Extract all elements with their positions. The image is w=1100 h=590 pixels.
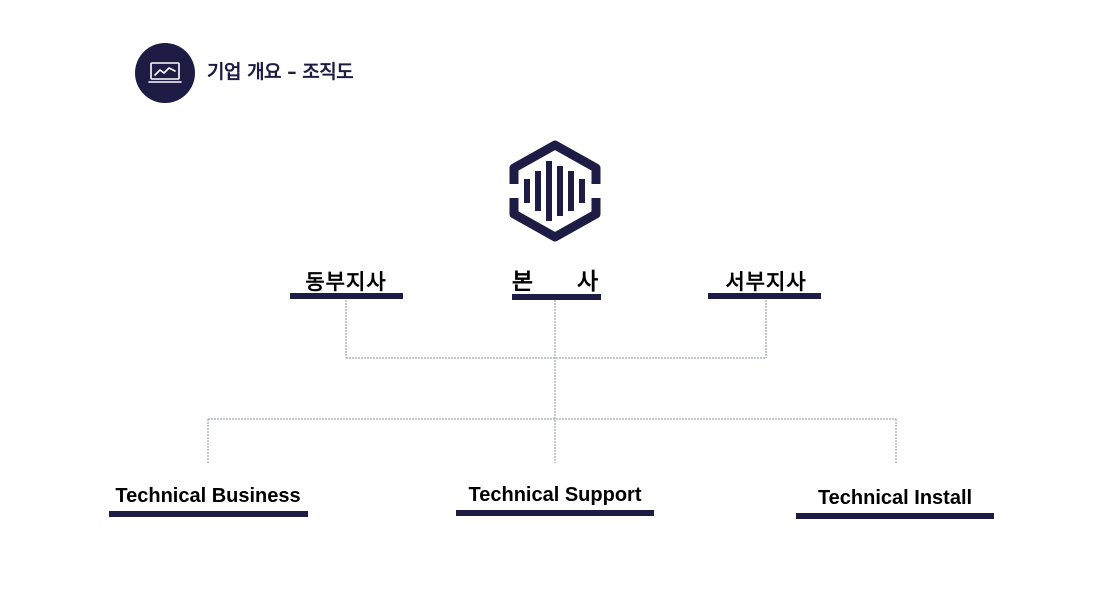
hexagon-waveform-logo: [506, 140, 604, 242]
dept-support-label: Technical Support: [468, 484, 642, 506]
branch-west-bar: [708, 293, 821, 299]
hq-bar: [512, 294, 601, 300]
page-title: 기업 개요 – 조직도: [207, 61, 354, 83]
dept-install-label: Technical Install: [817, 487, 973, 509]
dept-support-bar: [456, 510, 654, 516]
header-badge: [135, 43, 195, 103]
dept-business-bar: [109, 511, 308, 517]
branch-west-label: 서부지사: [725, 270, 807, 294]
hq-label: 본 사: [511, 269, 617, 295]
dept-business-label: Technical Business: [115, 485, 301, 507]
chart-monitor-icon: [148, 62, 182, 83]
dept-install-bar: [796, 513, 994, 519]
branch-east-label: 동부지사: [305, 270, 387, 294]
branch-east-bar: [290, 293, 403, 299]
